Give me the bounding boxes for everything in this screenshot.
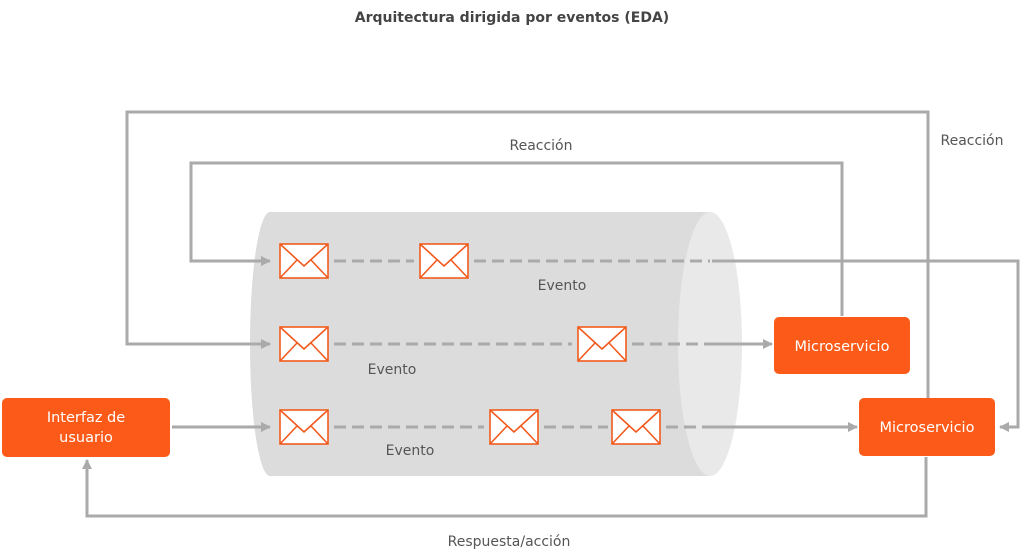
ui-label-line2: usuario	[59, 430, 113, 446]
envelope-icon	[577, 326, 627, 362]
inner-reaction-line	[189, 161, 844, 316]
event-flows	[334, 259, 710, 429]
reaction-label-inner: Reacción	[509, 138, 572, 154]
envelope-icon	[611, 409, 661, 445]
row1-output-line	[712, 259, 1020, 432]
response-line	[82, 457, 928, 518]
envelope-icon	[419, 243, 469, 279]
event-label-row3: Evento	[386, 443, 435, 459]
microservice-box-2: Microservicio	[859, 398, 995, 456]
envelope-icon	[279, 243, 329, 279]
envelope-icon	[279, 409, 329, 445]
reaction-label-outer: Reacción	[940, 133, 1003, 149]
microservice-1-label: Microservicio	[795, 339, 890, 355]
envelope-icon	[489, 409, 539, 445]
microservice-box-1: Microservicio	[774, 317, 910, 374]
envelope-icon	[279, 326, 329, 362]
user-interface-box: Interfaz de usuario	[2, 398, 170, 457]
diagram-title: Arquitectura dirigida por eventos (EDA)	[355, 10, 669, 26]
outer-reaction-line	[125, 110, 930, 398]
microservice-2-label: Microservicio	[880, 420, 975, 436]
event-label-row2: Evento	[368, 362, 417, 378]
event-label-row1: Evento	[538, 278, 587, 294]
response-label: Respuesta/acción	[448, 534, 571, 550]
ui-label-line1: Interfaz de	[47, 410, 125, 426]
connectors	[82, 110, 1020, 518]
